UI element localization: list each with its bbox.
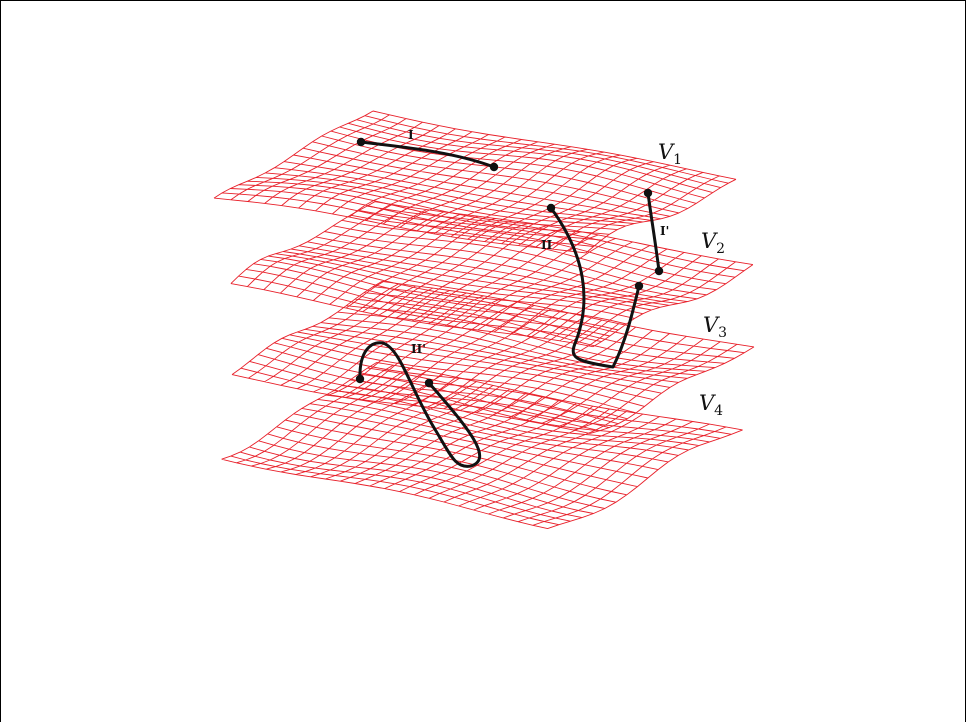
curve-i-path	[359, 140, 496, 169]
curve-label-i-prime: I'	[660, 224, 669, 238]
curve-ii-prime	[355, 341, 482, 468]
sheet-label-v2: V2	[701, 229, 725, 257]
sheet-grid-lines	[213, 110, 737, 254]
sheet-grid-lines	[231, 280, 755, 434]
curve-ii-endpoint-1	[546, 203, 556, 213]
curve-ii	[546, 203, 644, 369]
curve-ii-prime-path	[358, 341, 482, 468]
sheet-label-v1: V1	[658, 140, 682, 168]
sheet-label-v4: V4	[699, 391, 723, 419]
curve-i-prime	[643, 188, 664, 276]
curve-ii-prime-endpoint-1	[355, 374, 365, 384]
sheet-mesh-v1	[213, 110, 737, 254]
curve-ii-path	[549, 206, 641, 369]
sheet-mesh-v3	[231, 280, 755, 434]
curve-ii-endpoint-2	[634, 281, 644, 291]
sheet-grid-lines	[230, 201, 754, 348]
curve-i	[356, 137, 499, 172]
curve-i-endpoint-1	[356, 137, 366, 147]
curve-i-endpoint-2	[489, 162, 499, 172]
sheet-label-v3: V3	[703, 313, 727, 341]
curve-label-i: I	[408, 128, 414, 142]
curve-i-prime-endpoint-2	[654, 266, 664, 276]
curves-layer	[355, 137, 664, 468]
curve-label-ii: II	[541, 238, 553, 252]
curve-label-ii-prime: II'	[411, 342, 426, 356]
sheet-mesh-v2	[230, 201, 754, 348]
curve-i-prime-path	[646, 191, 661, 273]
sheets-layer	[213, 110, 755, 530]
curve-ii-prime-endpoint-2	[424, 378, 434, 388]
curve-i-prime-endpoint-1	[643, 188, 653, 198]
labels-layer: V1 V2 V3 V4 I II I' II'	[408, 128, 727, 419]
